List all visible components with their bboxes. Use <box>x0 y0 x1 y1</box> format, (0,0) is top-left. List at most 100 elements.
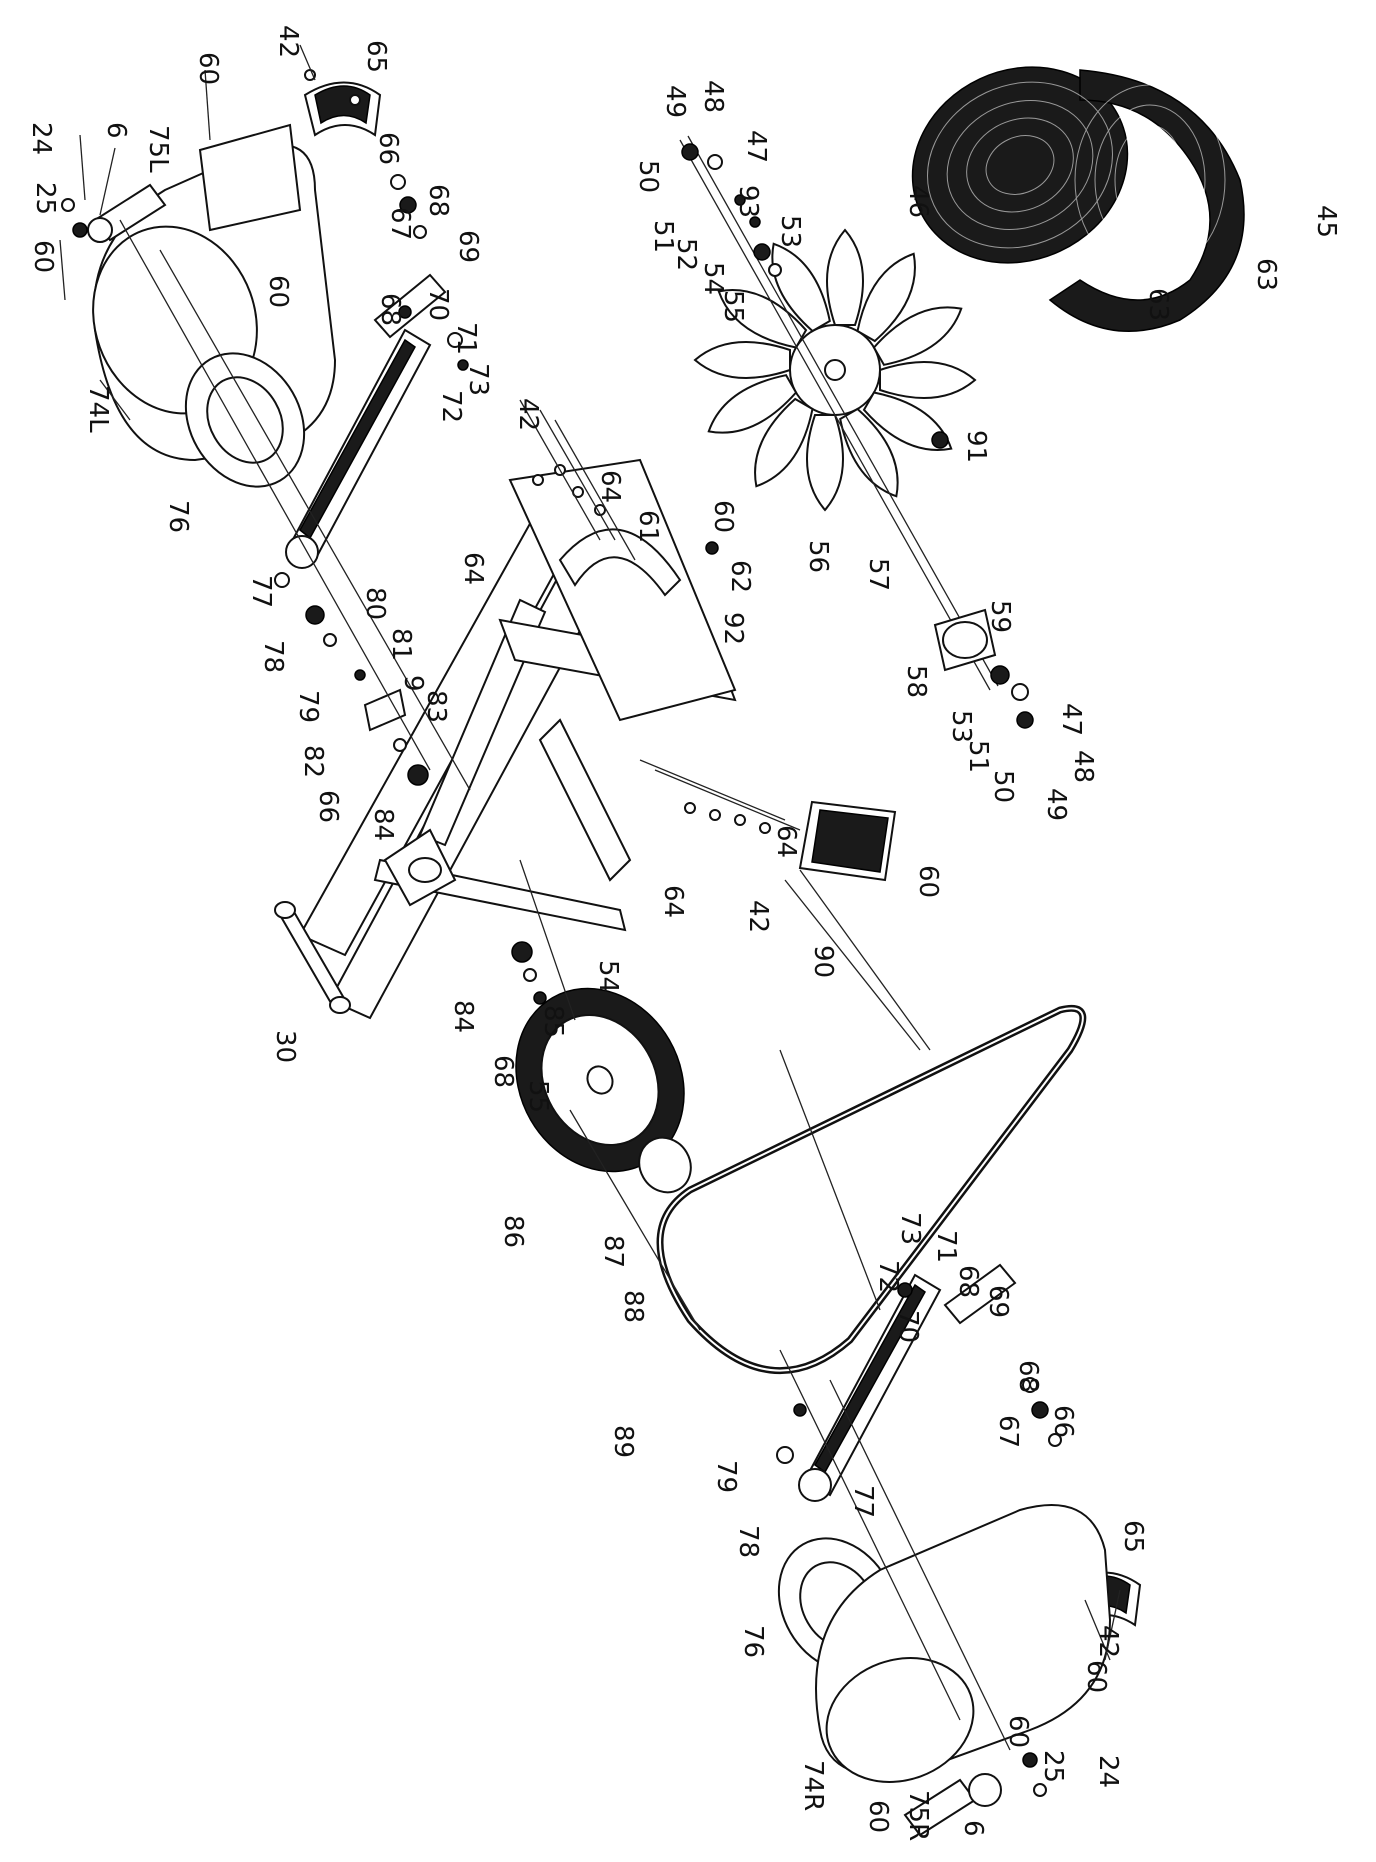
callout-51: 51 <box>648 220 678 253</box>
callout-76: 76 <box>738 1625 768 1658</box>
callout-79: 79 <box>711 1460 741 1493</box>
callout-63: 63 <box>1251 258 1281 291</box>
callout-46: 46 <box>903 185 933 218</box>
callout-75R: 75R <box>903 1790 933 1841</box>
callout-73: 73 <box>895 1212 925 1245</box>
callout-54: 54 <box>593 960 623 993</box>
left-pedal-housing <box>303 81 382 137</box>
callout-6: 6 <box>101 122 131 139</box>
callout-60: 60 <box>193 52 223 85</box>
callout-68: 68 <box>953 1265 983 1298</box>
left-linkage <box>285 273 447 569</box>
callout-55: 55 <box>523 1080 553 1113</box>
parts-drawing <box>59 44 1245 1837</box>
callout-79: 79 <box>293 690 323 723</box>
callout-42: 42 <box>743 900 773 933</box>
callout-77: 77 <box>246 575 276 608</box>
callout-55: 55 <box>718 290 748 323</box>
main-frame <box>298 458 737 1020</box>
callout-60: 60 <box>1081 1660 1111 1693</box>
callout-77: 77 <box>848 1485 878 1518</box>
callout-45: 45 <box>1311 205 1341 238</box>
callout-50: 50 <box>633 160 663 193</box>
callout-68: 68 <box>1013 1360 1043 1393</box>
callout-70: 70 <box>423 288 453 321</box>
callout-82: 82 <box>298 745 328 778</box>
callout-30: 30 <box>270 1030 300 1063</box>
callout-73: 73 <box>463 363 493 396</box>
front-cover-plate <box>798 800 897 882</box>
callout-80: 80 <box>360 587 390 620</box>
callout-49: 49 <box>1041 788 1071 821</box>
callout-74L: 74L <box>83 385 113 433</box>
callout-48: 48 <box>1068 750 1098 783</box>
callout-25: 25 <box>1038 1750 1068 1783</box>
callout-48: 48 <box>698 80 728 113</box>
right-linkage <box>798 1263 1017 1502</box>
callout-78: 78 <box>733 1525 763 1558</box>
callout-85: 85 <box>538 1005 568 1038</box>
right-side-cover <box>815 1504 1112 1783</box>
callout-68: 68 <box>423 184 453 217</box>
callout-84: 84 <box>448 1000 478 1033</box>
callout-60: 60 <box>708 500 738 533</box>
callout-65: 65 <box>361 40 391 73</box>
callout-47: 47 <box>741 130 771 163</box>
crank-hub <box>638 1136 692 1194</box>
callout-93: 93 <box>733 185 763 218</box>
left-crank-arm <box>87 183 167 243</box>
callout-88: 88 <box>618 1290 648 1323</box>
left-pulley <box>184 352 306 488</box>
callout-60: 60 <box>1003 1715 1033 1748</box>
callout-89: 89 <box>608 1425 638 1458</box>
callout-81: 81 <box>386 628 416 661</box>
leader-lines <box>59 44 1121 1751</box>
callout-42: 42 <box>1093 1625 1123 1658</box>
callout-68: 68 <box>375 293 405 326</box>
callout-60: 60 <box>913 865 943 898</box>
callout-labels: 42 65 60 24 6 75L 25 60 60 66 67 68 69 6… <box>26 25 1341 1841</box>
callout-91: 91 <box>961 430 991 463</box>
foot-tube <box>274 901 351 1014</box>
callout-24: 24 <box>26 122 56 155</box>
callout-78: 78 <box>258 640 288 673</box>
callout-84: 84 <box>368 808 398 841</box>
callout-59: 59 <box>985 600 1015 633</box>
callout-64: 64 <box>458 552 488 585</box>
callout-69: 69 <box>983 1285 1013 1318</box>
callout-42: 42 <box>513 398 543 431</box>
callout-64: 64 <box>595 470 625 503</box>
callout-65: 65 <box>1118 1520 1148 1553</box>
callout-52: 52 <box>671 238 701 271</box>
callout-68: 68 <box>488 1055 518 1088</box>
callout-49: 49 <box>660 85 690 118</box>
callout-92: 92 <box>718 612 748 645</box>
callout-64: 64 <box>658 885 688 918</box>
callout-61: 61 <box>633 510 663 543</box>
callout-72: 72 <box>436 390 466 423</box>
right-crank-arm <box>903 1773 1002 1837</box>
callout-75L: 75L <box>143 125 173 173</box>
callout-24: 24 <box>1093 1755 1123 1788</box>
callout-86: 86 <box>498 1215 528 1248</box>
callout-83: 83 <box>421 690 451 723</box>
callout-70: 70 <box>893 1310 923 1343</box>
callout-60: 60 <box>28 240 58 273</box>
callout-67: 67 <box>993 1415 1023 1448</box>
callout-54: 54 <box>698 262 728 295</box>
callout-56: 56 <box>803 540 833 573</box>
callout-6: 6 <box>958 1820 988 1837</box>
callout-66: 66 <box>1048 1405 1078 1438</box>
callout-63: 63 <box>1143 288 1173 321</box>
callout-64: 64 <box>771 825 801 858</box>
callout-66: 66 <box>313 790 343 823</box>
hardware-small-parts <box>61 69 1062 1797</box>
callout-58: 58 <box>901 665 931 698</box>
callout-66: 66 <box>373 132 403 165</box>
callout-90: 90 <box>808 945 838 978</box>
callout-42: 42 <box>273 25 303 58</box>
callout-74R: 74R <box>798 1760 828 1811</box>
fan-shaft <box>679 135 999 691</box>
callout-62: 62 <box>725 560 755 593</box>
